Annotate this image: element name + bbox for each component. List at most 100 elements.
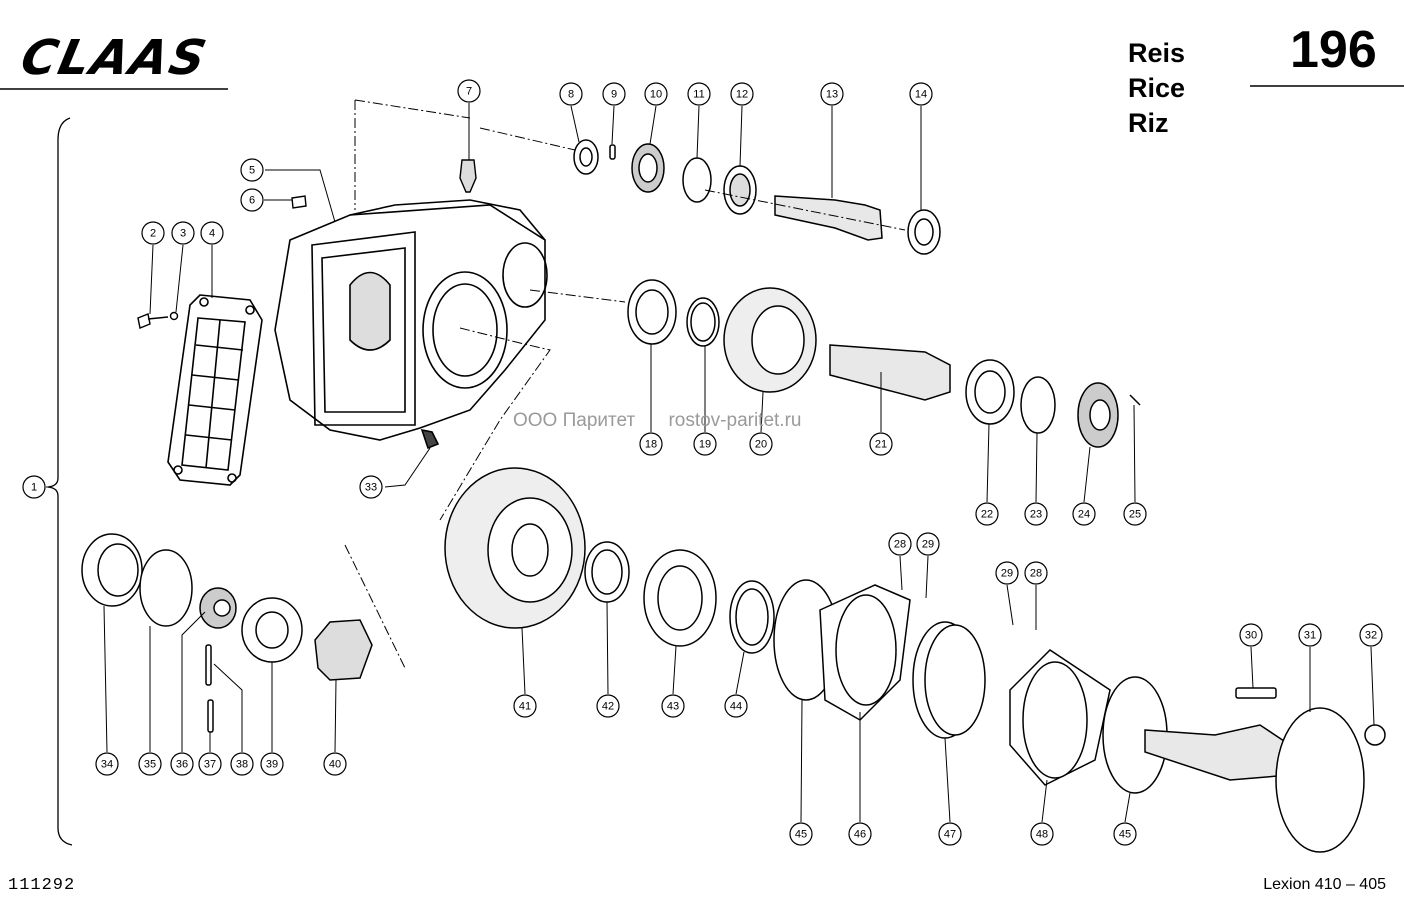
callout-label: 13: [826, 89, 838, 101]
callout-circle: [240, 158, 264, 182]
callout-label: 41: [519, 701, 531, 713]
machine-model: Lexion 410 – 405: [1263, 876, 1386, 893]
callout-label: 43: [667, 701, 679, 713]
callout-circle: [1072, 502, 1096, 526]
callout-label: 30: [1245, 630, 1257, 642]
lower-parts-drawing: [444, 467, 1386, 853]
callout-circle: [513, 694, 537, 718]
callout-9: 9: [602, 82, 626, 106]
callout-label: 6: [249, 195, 255, 207]
callout-7: 7: [457, 79, 481, 103]
callout-circle: [1123, 502, 1147, 526]
watermark: ООО Паритет rostov-paritet.ru: [513, 410, 829, 432]
callout-circle: [1298, 623, 1322, 647]
callout-31: 31: [1298, 623, 1322, 647]
callout-label: 8: [568, 89, 574, 101]
callout-circle: [171, 221, 195, 245]
callout-label: 19: [699, 439, 711, 451]
callout-circle: [730, 82, 754, 106]
callout-18: 18: [639, 432, 663, 456]
callout-21: 21: [869, 432, 893, 456]
callout-29: 29: [916, 532, 940, 556]
callout-circle: [22, 475, 46, 499]
callout-8: 8: [559, 82, 583, 106]
title-english: Rice: [1128, 73, 1186, 103]
callout-label: 5: [249, 165, 255, 177]
callout-circle: [1359, 623, 1383, 647]
callout-circle: [644, 82, 668, 106]
bolt-washer-drawing: [137, 311, 179, 329]
callout-label: 44: [730, 701, 742, 713]
callout-circle: [240, 188, 264, 212]
callout-29: 29: [995, 561, 1019, 585]
watermark-site: rostov-paritet.ru: [668, 410, 802, 431]
callout-circle: [559, 82, 583, 106]
callout-48: 48: [1030, 822, 1054, 846]
callout-label: 36: [176, 759, 188, 771]
center-lines: [344, 99, 906, 669]
callout-circle: [1030, 822, 1054, 846]
callout-36: 36: [170, 752, 194, 776]
callout-label: 12: [736, 89, 748, 101]
callout-30: 30: [1239, 623, 1263, 647]
callout-label: 25: [1129, 509, 1141, 521]
callout-circle: [693, 432, 717, 456]
callout-circle: [457, 79, 481, 103]
callout-14: 14: [909, 82, 933, 106]
callout-label: 9: [611, 89, 617, 101]
callout-45: 45: [789, 822, 813, 846]
callout-circle: [230, 752, 254, 776]
callout-label: 18: [645, 439, 657, 451]
callout-label: 34: [101, 759, 113, 771]
screw-nipple-drawing: [291, 159, 477, 209]
callout-label: 21: [875, 439, 887, 451]
callout-11: 11: [687, 82, 711, 106]
callout-label: 3: [180, 228, 186, 240]
callout-label: 40: [329, 759, 341, 771]
cover-plate-drawing: [167, 294, 263, 486]
callout-label: 1: [31, 482, 37, 494]
callout-label: 10: [650, 89, 662, 101]
callout-circle: [596, 694, 620, 718]
callout-circle: [141, 221, 165, 245]
page-title-block: Reis Rice Riz: [1128, 36, 1185, 141]
callout-circle: [938, 822, 962, 846]
callout-4: 4: [200, 221, 224, 245]
callout-circle: [661, 694, 685, 718]
page-number: 196: [1290, 21, 1377, 79]
callout-label: 4: [209, 228, 215, 240]
callout-circle: [916, 532, 940, 556]
callout-label: 29: [1001, 568, 1013, 580]
callout-6: 6: [240, 188, 264, 212]
callout-circle: [359, 475, 383, 499]
callout-3: 3: [171, 221, 195, 245]
callout-circle: [909, 82, 933, 106]
callout-label: 20: [755, 439, 767, 451]
callout-circle: [260, 752, 284, 776]
leader-lines: [46, 103, 1375, 823]
gearbox-housing-drawing: [274, 199, 548, 450]
assembly-bracket: [47, 117, 73, 846]
callout-circle: [749, 432, 773, 456]
callout-circle: [639, 432, 663, 456]
callout-34: 34: [95, 752, 119, 776]
brand-logo-text: CLAAS: [16, 30, 213, 86]
callout-label: 48: [1036, 829, 1048, 841]
callout-circle: [95, 752, 119, 776]
callout-39: 39: [260, 752, 284, 776]
callout-circle: [138, 752, 162, 776]
callout-44: 44: [724, 694, 748, 718]
title-french: Riz: [1128, 108, 1169, 138]
callout-label: 7: [466, 86, 472, 98]
callout-circle: [1024, 561, 1048, 585]
upper-shaft-parts-drawing: [573, 139, 941, 255]
callout-1: 1: [22, 475, 46, 499]
callout-13: 13: [820, 82, 844, 106]
callout-47: 47: [938, 822, 962, 846]
callout-label: 28: [1030, 568, 1042, 580]
callout-42: 42: [596, 694, 620, 718]
callout-label: 37: [204, 759, 216, 771]
title-german: Reis: [1128, 38, 1186, 68]
callout-circle: [1239, 623, 1263, 647]
callout-25: 25: [1123, 502, 1147, 526]
